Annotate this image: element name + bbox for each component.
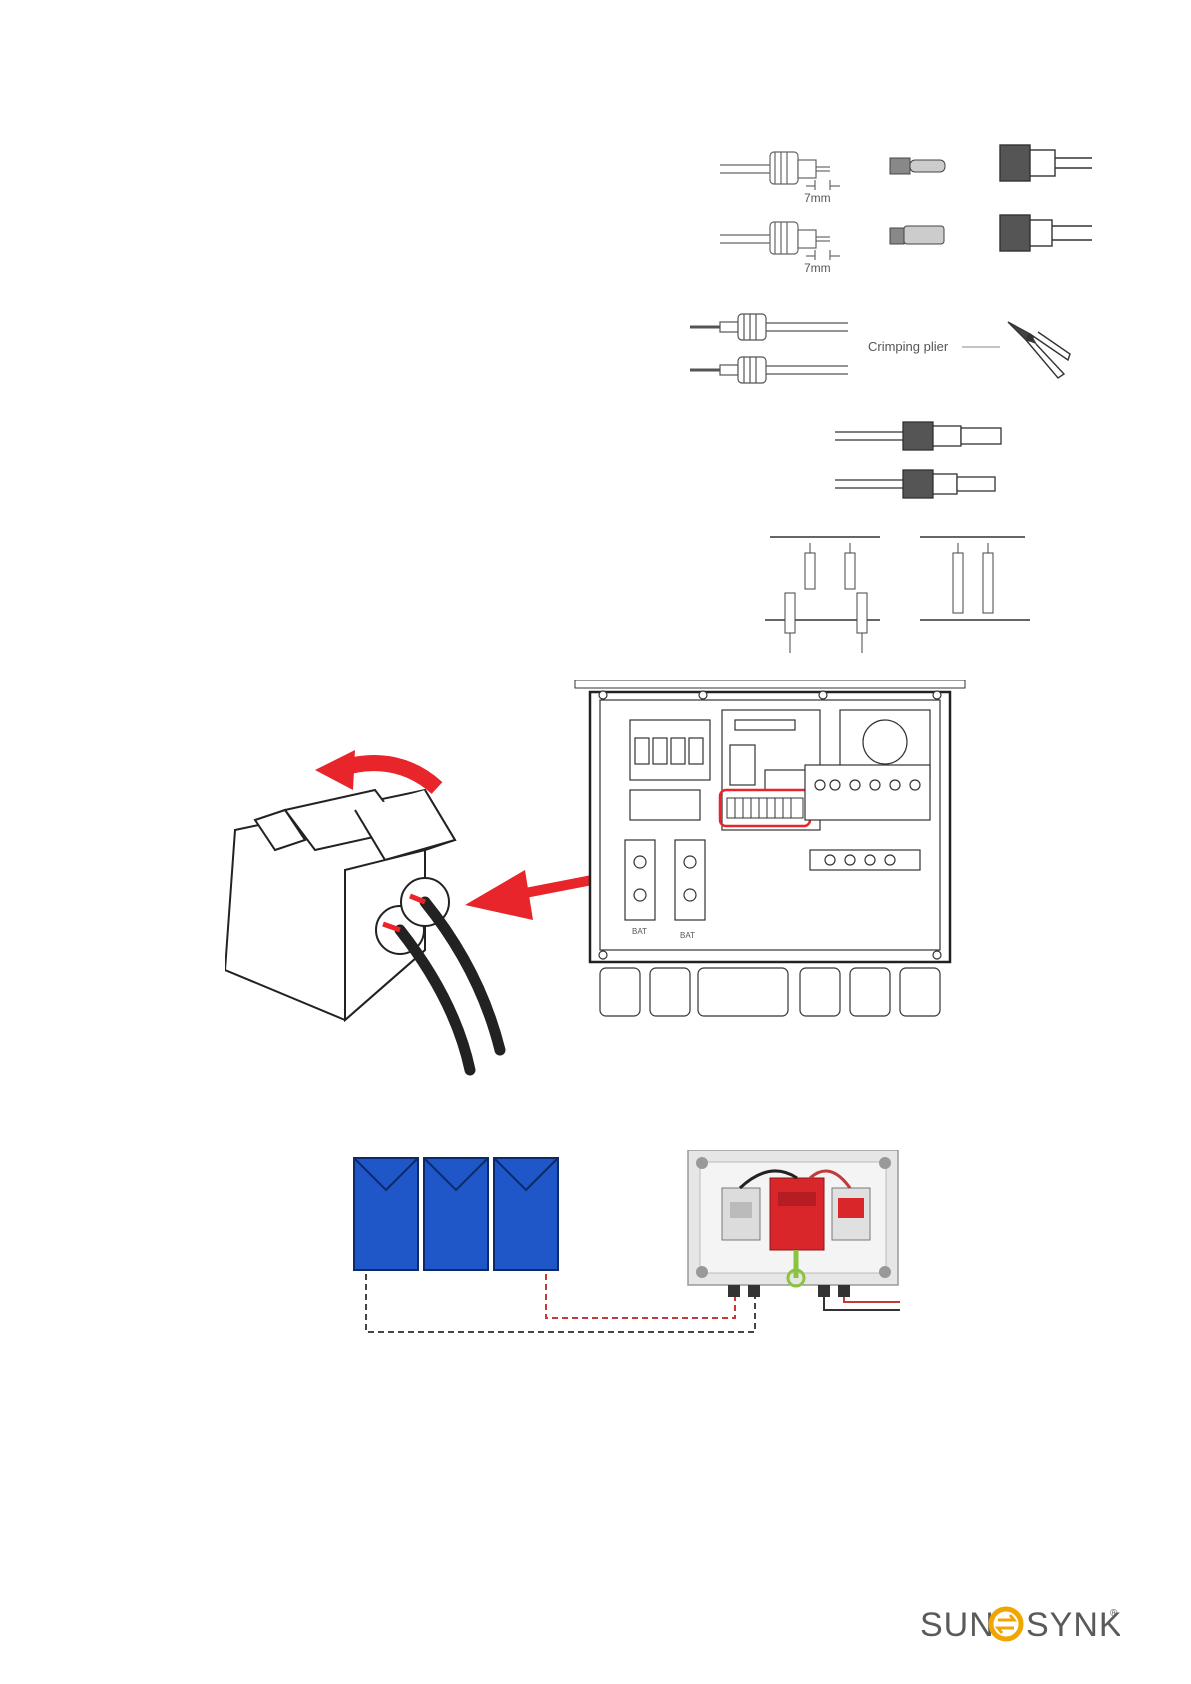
logo-registered-mark: ® (1110, 1608, 1118, 1619)
solar-panel-1 (354, 1158, 418, 1270)
crimped-cable-top (690, 314, 848, 340)
connector-housing-top (1000, 145, 1092, 181)
surge-protector-red (770, 1178, 824, 1250)
assembled-connector-top (835, 422, 1001, 450)
sunsynk-logo: SUN SYNK ® (920, 1602, 1120, 1646)
connector-insertion-figure (765, 535, 1035, 655)
pv-string-diagram (350, 1150, 910, 1350)
strip-length-label-bottom: 7mm (804, 261, 831, 275)
crimping-plier-icon (1008, 322, 1070, 378)
metal-pin-top (890, 158, 945, 174)
connector-pair-plugged (953, 543, 993, 613)
crimped-cable-bottom (690, 357, 848, 383)
connector-pair-unplugged (785, 543, 867, 653)
logo-text-synk: SYNK (1026, 1606, 1120, 1644)
crimping-figure: Crimping plier (690, 310, 1090, 400)
assembled-connector-figure (835, 420, 1005, 510)
logo-sync-icon (991, 1609, 1021, 1639)
strip-length-label-top: 7mm (804, 191, 831, 205)
solar-panel-3 (494, 1158, 558, 1270)
stripped-cable-bottom (720, 222, 840, 260)
bat-terminal-label-2: BAT (680, 931, 695, 940)
dc-output-wire-negative (824, 1297, 900, 1310)
assembled-connector-bottom (835, 470, 995, 498)
logo-text-sun: SUN (920, 1606, 995, 1644)
crimping-plier-label: Crimping plier (868, 339, 949, 354)
pv-terminal-block (727, 798, 803, 818)
stripped-cable-top (720, 152, 840, 190)
dc-output-wire-positive (844, 1297, 900, 1302)
metal-pin-bottom (890, 226, 944, 244)
bat-terminal-label-1: BAT (632, 927, 647, 936)
solar-panel-2 (424, 1158, 488, 1270)
connector-housing-bottom (1000, 215, 1092, 251)
dc-breaker-grey (722, 1188, 760, 1240)
dc-input-glands (728, 1285, 850, 1297)
cable-glands (600, 968, 940, 1016)
lever-open-arrow (315, 750, 437, 790)
wire-strip-figure: 7mm 7mm (720, 140, 1100, 290)
dc-breaker-red (832, 1188, 870, 1240)
inverter-wiring-bay: BAT BAT (570, 680, 970, 1025)
